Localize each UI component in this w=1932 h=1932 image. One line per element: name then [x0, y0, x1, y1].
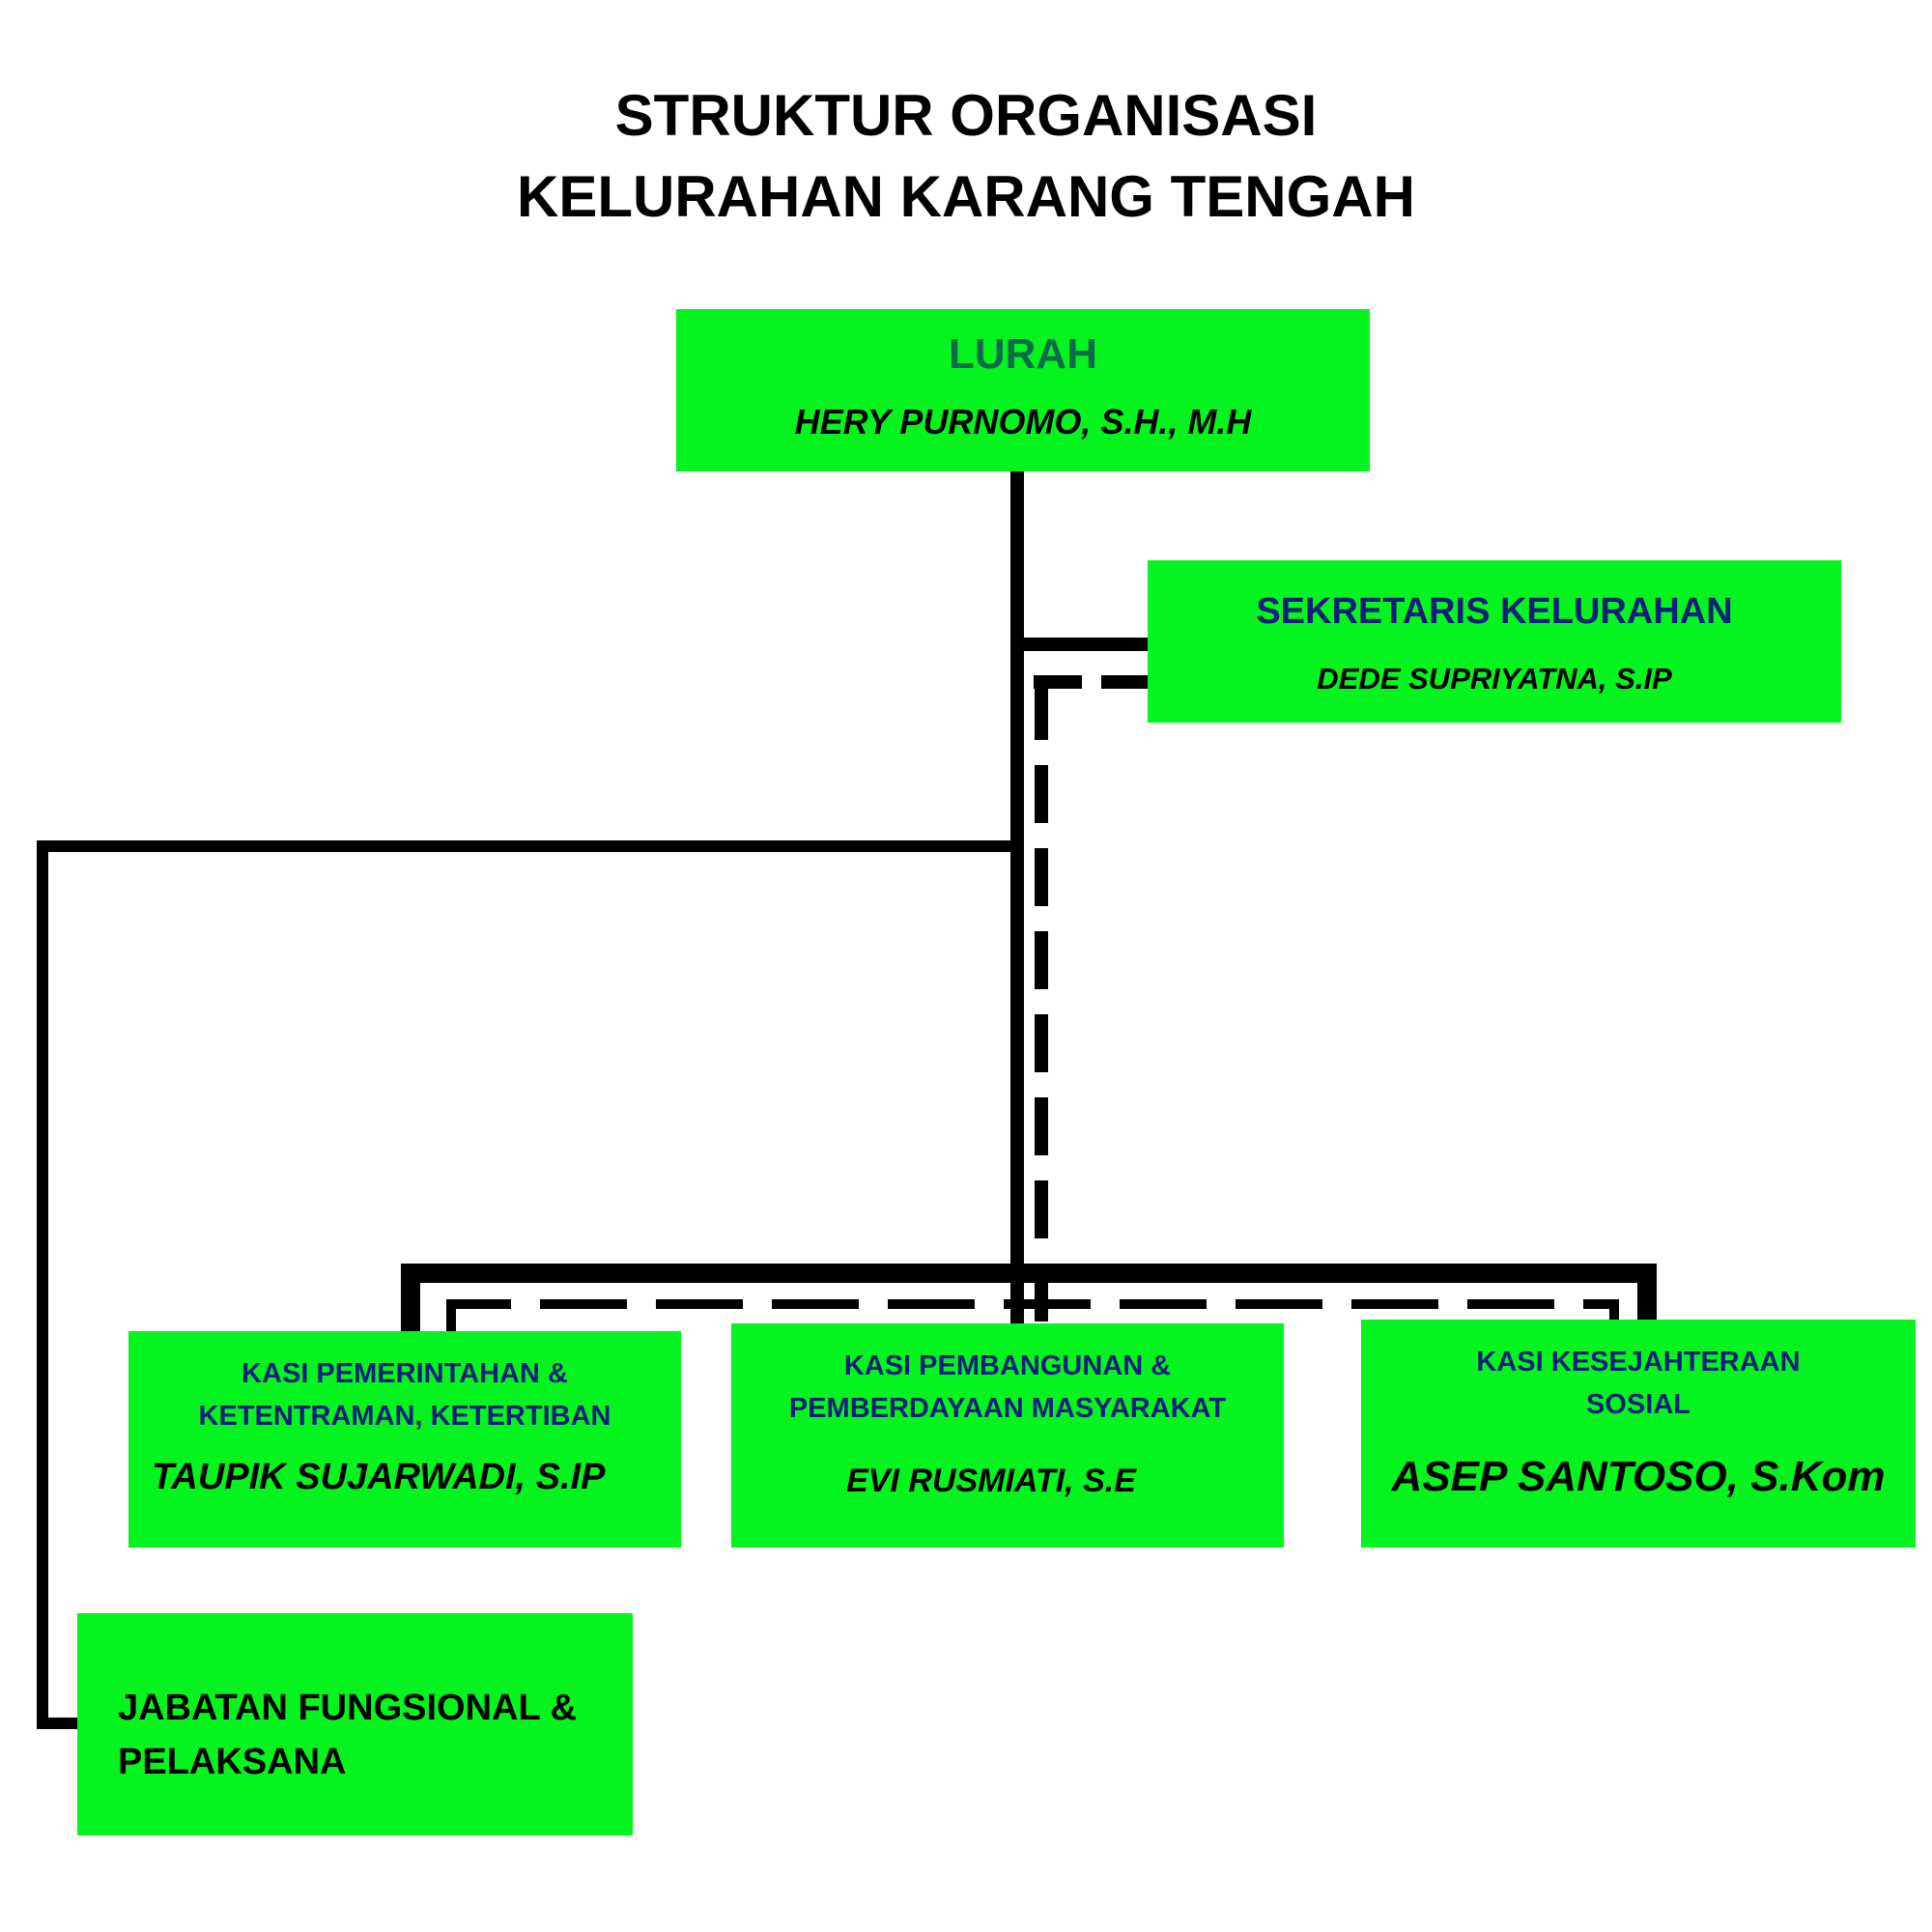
kasi-kesejahteraan-box: KASI KESEJAHTERAAN SOSIAL ASEP SANTOSO, … [1361, 1320, 1916, 1548]
lurah-name: HERY PURNOMO, S.H., M.H [794, 402, 1252, 441]
kasi-kesejahteraan-role-line-2: SOSIAL [1586, 1389, 1690, 1420]
sekretaris-box: SEKRETARIS KELURAHAN DEDE SUPRIYATNA, S.… [1148, 560, 1841, 723]
kasi-bracket-solid [401, 1264, 1657, 1333]
kasi-pembangunan-role-line-1: KASI PEMBANGUNAN & [843, 1350, 1172, 1381]
jabatan-fungsional-line-1: JABATAN FUNGSIONAL & [118, 1688, 577, 1728]
kasi-pemerintahan-role-line-2: KETENTRAMAN, KETERTIBAN [198, 1401, 611, 1432]
kasi-pembangunan-role: KASI PEMBANGUNAN & PEMBERDAYAAN MASYARAK… [731, 1345, 1284, 1430]
sekretaris-name: DEDE SUPRIYATNA, S.IP [1317, 662, 1672, 696]
sekretaris-role: SEKRETARIS KELURAHAN [1256, 591, 1733, 632]
lurah-box: LURAH HERY PURNOMO, S.H., M.H [676, 309, 1370, 471]
title-line-1: STRUKTUR ORGANISASI [614, 83, 1318, 148]
kasi-kesejahteraan-name: ASEP SANTOSO, S.Kom [1391, 1453, 1886, 1500]
kasi-pemerintahan-name: TAUPIK SUJARWADI, S.IP [152, 1457, 606, 1497]
title-line-2: KELURAHAN KARANG TENGAH [517, 164, 1415, 229]
chart-title: STRUKTUR ORGANISASI KELURAHAN KARANG TEN… [0, 75, 1932, 238]
jabatan-connector [37, 840, 1017, 1729]
jabatan-fungsional-label: JABATAN FUNGSIONAL & PELAKSANA [77, 1681, 633, 1789]
kasi-pemerintahan-box: KASI PEMERINTAHAN & KETENTRAMAN, KETERTI… [128, 1331, 681, 1548]
kasi-kesejahteraan-role-line-1: KASI KESEJAHTERAAN [1476, 1347, 1801, 1378]
kasi-pembangunan-name: EVI RUSMIATI, S.E [846, 1463, 1136, 1499]
kasi-pemerintahan-role: KASI PEMERINTAHAN & KETENTRAMAN, KETERTI… [128, 1352, 681, 1437]
kasi-pembangunan-role-line-2: PEMBERDAYAAN MASYARAKAT [788, 1393, 1227, 1424]
lurah-role: LURAH [949, 330, 1097, 378]
kasi-kesejahteraan-role: KASI KESEJAHTERAAN SOSIAL [1361, 1341, 1916, 1426]
kasi-bracket-dashed [446, 1299, 1619, 1331]
kasi-pemerintahan-role-line-1: KASI PEMERINTAHAN & [242, 1358, 568, 1389]
jabatan-fungsional-line-2: PELAKSANA [118, 1742, 347, 1782]
jabatan-fungsional-box: JABATAN FUNGSIONAL & PELAKSANA [77, 1613, 633, 1835]
kasi-pembangunan-box: KASI PEMBANGUNAN & PEMBERDAYAAN MASYARAK… [731, 1323, 1284, 1548]
